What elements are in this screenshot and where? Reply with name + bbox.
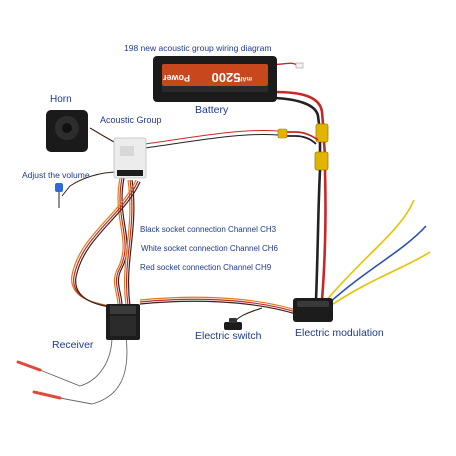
- acoustic-group-header: [117, 170, 143, 176]
- horn-label: Horn: [50, 94, 72, 105]
- xt-connector: [315, 123, 329, 143]
- switch-body: [224, 322, 242, 330]
- battery-red-lead: [274, 90, 325, 125]
- motor-wire-yellow-2: [329, 251, 431, 307]
- volume-lead: [61, 171, 119, 197]
- xt-branch-red: [286, 131, 319, 141]
- battery-unit: mAh: [238, 75, 252, 81]
- acoustic-group-label: Acoustic Group: [100, 115, 162, 125]
- antenna-tip-2: [32, 390, 62, 400]
- horn-center: [62, 123, 72, 133]
- receiver-label-area: [110, 316, 136, 336]
- receiver-antenna-2: [59, 335, 128, 405]
- acoustic-power-wire-red: [144, 130, 279, 145]
- battery-black-lead: [274, 96, 321, 125]
- esc-signal-wire-brown: [139, 300, 297, 315]
- lead-ch9-brown: [75, 181, 141, 309]
- white-socket-label: White socket connection Channel CH6: [141, 244, 278, 253]
- switch-button: [229, 318, 237, 323]
- xt-branch-black: [286, 135, 317, 145]
- acoustic-group-chip: [120, 146, 134, 156]
- motor-wire-blue: [327, 225, 427, 305]
- adjust-volume-label: Adjust the volume: [22, 170, 90, 180]
- receiver-pins: [110, 306, 136, 314]
- xt-connector-2: [314, 151, 329, 171]
- lead-ch3-brown: [117, 177, 128, 307]
- small-power-connector: [277, 128, 288, 139]
- electric-switch-label: Electric switch: [195, 330, 262, 342]
- black-socket-label: Black socket connection Channel CH3: [140, 225, 277, 234]
- electric-modulation-label: Electric modulation: [295, 327, 384, 339]
- red-socket-label: Red socket connection Channel CH9: [140, 263, 272, 272]
- battery-label-stripe: [162, 86, 268, 92]
- balance-plug: [295, 62, 304, 69]
- battery-capacity: 5200: [212, 70, 241, 85]
- lead-ch6-brown: [127, 179, 135, 307]
- diagram-title: 198 new acoustic group wiring diagram: [124, 43, 272, 53]
- antenna-tip-1: [16, 360, 42, 372]
- receiver-label: Receiver: [52, 339, 94, 351]
- battery-label: Battery: [195, 104, 229, 116]
- esc-signal-wire-orange: [139, 296, 297, 311]
- acoustic-power-wire-black: [144, 134, 279, 149]
- esc-module-highlight: [297, 301, 329, 307]
- esc-power-black: [314, 169, 322, 301]
- esc-power-red: [320, 169, 327, 301]
- volume-knob: [55, 183, 63, 192]
- battery-brand: Power: [162, 73, 190, 83]
- receiver-antenna-1: [39, 335, 113, 387]
- battery-label-band: [162, 64, 268, 86]
- motor-wire-yellow: [324, 199, 415, 303]
- esc-signal-wire-red: [139, 298, 297, 313]
